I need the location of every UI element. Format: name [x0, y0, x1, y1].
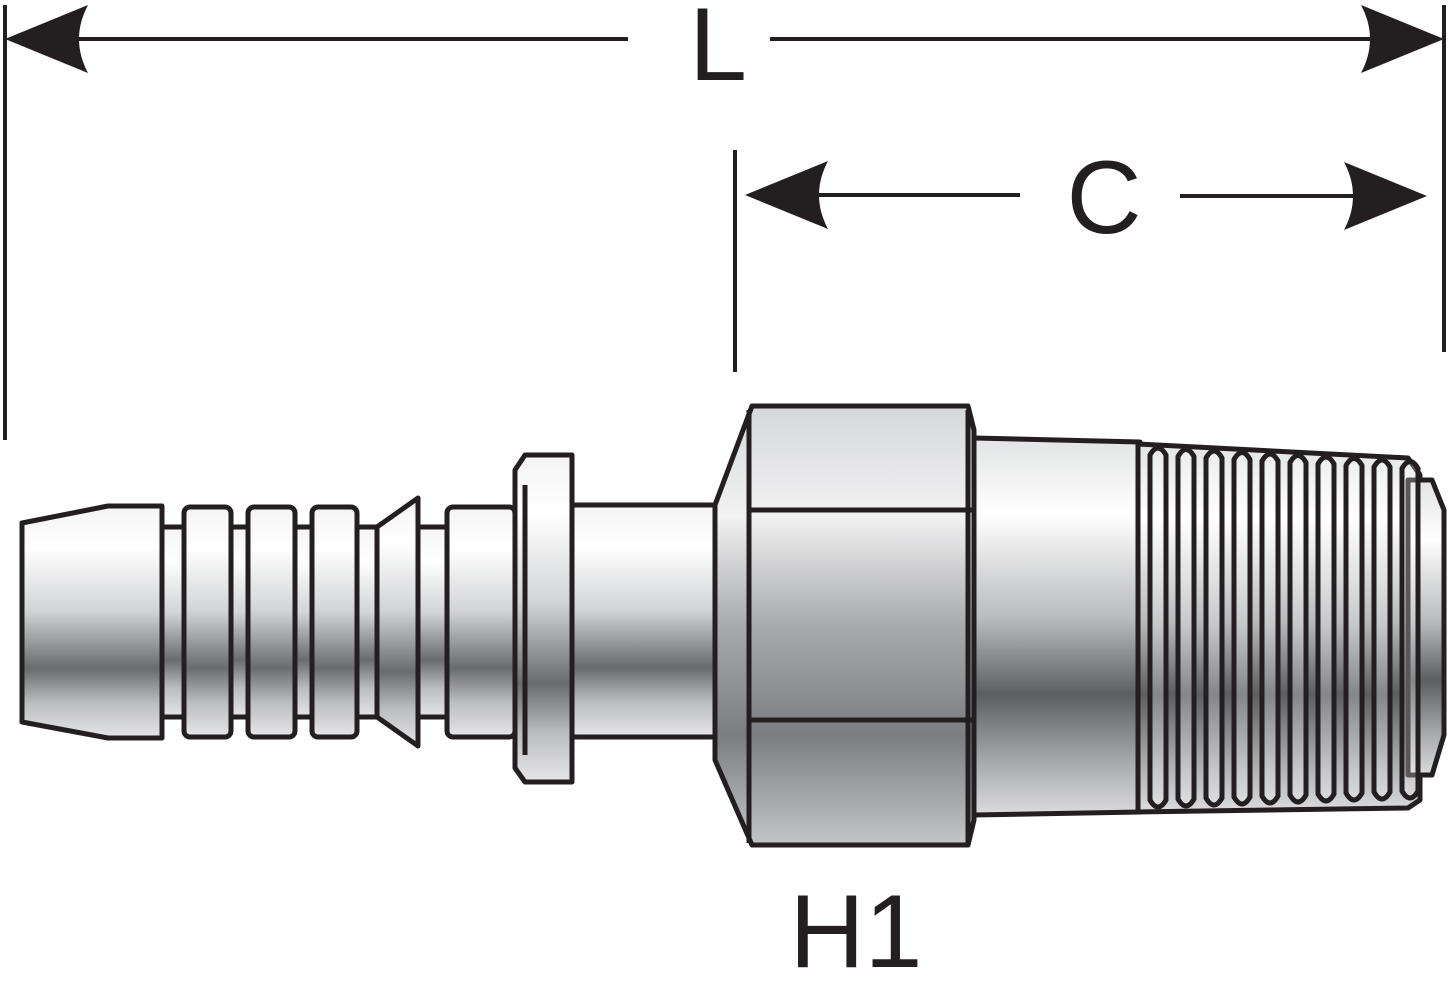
c-arrow-right	[1344, 162, 1427, 230]
dimension-lines	[3, 5, 1446, 440]
thread-shoulder	[971, 435, 1143, 818]
thread-ridge	[1259, 451, 1281, 806]
collar	[512, 452, 575, 785]
barb-ridge	[309, 504, 360, 740]
neck	[569, 502, 720, 740]
barb-groove	[415, 524, 451, 720]
thread-ridge	[1203, 448, 1225, 808]
l-arrow-left	[5, 5, 88, 73]
thread-ridge	[1147, 445, 1169, 810]
barb-ridge	[245, 504, 298, 740]
thread-ridges	[1147, 445, 1421, 810]
thread-ridge	[1175, 447, 1197, 809]
h1-dimension-label: H1	[790, 874, 923, 990]
thread-ridge	[1399, 459, 1421, 801]
l-dimension-label: L	[689, 0, 747, 103]
c-arrow-left	[745, 161, 828, 229]
thread-ridge	[1371, 457, 1393, 802]
thread-ridge	[1231, 450, 1253, 807]
thread-ridge	[1315, 454, 1337, 804]
fitting-body	[19, 403, 1447, 848]
c-dimension-label: C	[1066, 140, 1141, 256]
l-arrow-right	[1361, 5, 1444, 73]
barb-ridge	[181, 504, 234, 740]
thread-ridge	[1287, 453, 1309, 805]
shank	[444, 504, 518, 740]
tapered-barb	[374, 495, 421, 749]
hose-barb-tip	[19, 503, 165, 741]
barb-groove	[354, 524, 380, 720]
thread-ridge	[1343, 456, 1365, 803]
hex-nut	[712, 403, 977, 848]
